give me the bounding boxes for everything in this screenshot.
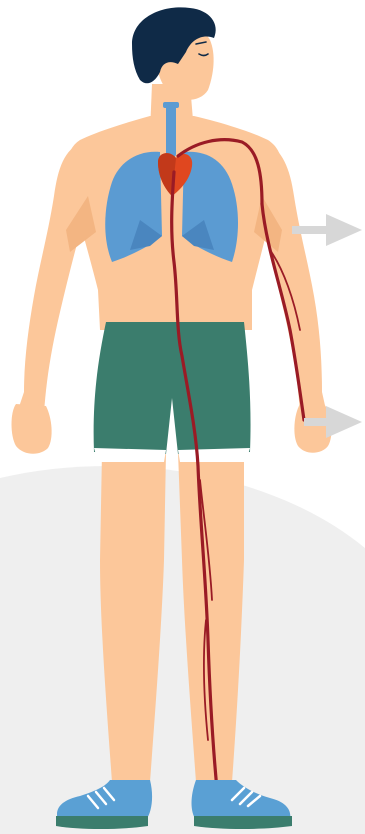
left-shoe-sole: [56, 816, 148, 829]
trachea-top: [163, 102, 179, 108]
right-shoe-sole: [194, 816, 292, 829]
shorts-right-hem: [178, 448, 250, 462]
right-hand: [294, 404, 331, 453]
shorts-left-hem: [94, 448, 166, 462]
trachea: [166, 104, 176, 158]
left-hand: [12, 404, 52, 454]
